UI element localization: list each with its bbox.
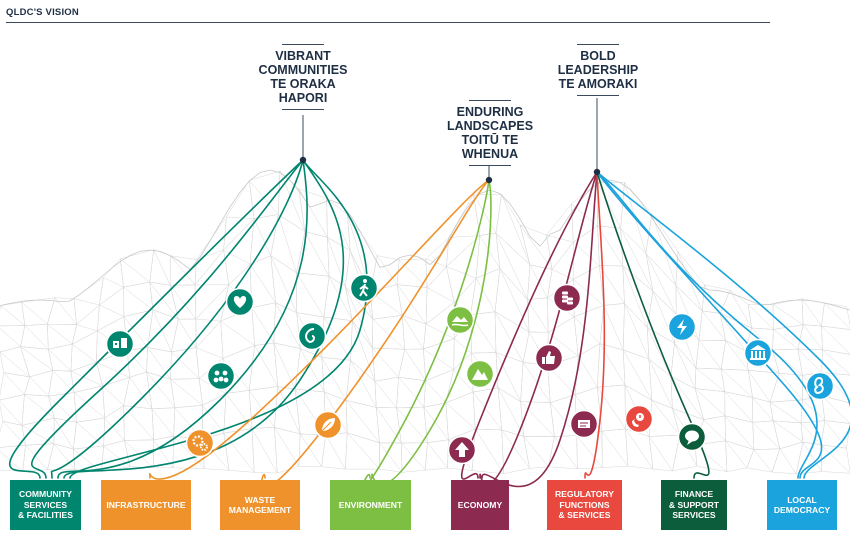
vision-line: VIBRANT	[275, 49, 331, 63]
vision-line: HAPORI	[278, 91, 328, 105]
connector-path	[596, 171, 823, 479]
category-label: INFRASTRUCTURE	[106, 499, 186, 510]
vision-line: LANDSCAPES	[446, 119, 534, 133]
connector-path	[50, 159, 304, 479]
category-label: ENVIRONMENT	[338, 499, 403, 510]
vision-line: BOLD	[580, 49, 616, 63]
connector-path	[460, 171, 598, 480]
document-icon	[569, 409, 599, 439]
category-label: & FACILITIES	[18, 510, 73, 521]
vision-enduring-landscapes: ENDURING LANDSCAPES TOITŪ TE WHENUA	[437, 100, 543, 166]
vision-bold-leadership: BOLD LEADERSHIP TE AMORAKI	[548, 44, 648, 96]
header-divider	[6, 22, 770, 23]
category-infrastructure: INFRASTRUCTURE	[101, 480, 191, 530]
gears-icon	[185, 428, 215, 458]
terrain-ridge	[0, 169, 850, 311]
category-label: REGULATORY	[554, 489, 615, 500]
category-label: LOCAL	[787, 494, 817, 505]
category-label: FINANCE	[674, 489, 714, 500]
speech-bubble-icon	[677, 422, 707, 452]
peak-dot	[299, 156, 307, 164]
coins-icon	[552, 283, 582, 313]
category-label: MANAGEMENT	[228, 505, 292, 515]
category-economy: ECONOMY	[451, 480, 509, 530]
leaf-icon	[313, 410, 343, 440]
government-building-icon	[743, 338, 773, 368]
heart-icon	[225, 287, 255, 317]
peak-dot	[593, 168, 601, 176]
category-label: & SUPPORT	[668, 499, 720, 510]
category-environment: ENVIRONMENT	[330, 480, 411, 530]
vision-line: TE AMORAKI	[558, 77, 638, 91]
category-label: COMMUNITY	[18, 489, 72, 500]
connector-path	[481, 171, 598, 488]
category-label: & SERVICES	[558, 510, 611, 521]
connector-path	[479, 171, 598, 486]
buildings-icon	[105, 329, 135, 359]
vision-line: LEADERSHIP	[557, 63, 639, 77]
category-label: DEMOCRACY	[773, 505, 831, 515]
connector-path	[69, 159, 368, 479]
spiral-icon	[297, 321, 327, 351]
connector-path	[8, 159, 304, 479]
thumbs-up-icon	[534, 343, 564, 373]
landscape-river-icon	[445, 305, 475, 335]
category-label: SERVICES	[23, 499, 68, 510]
category-label: WASTE	[244, 494, 276, 505]
vision-line: TOITŪ TE	[461, 133, 519, 147]
connector-path	[371, 179, 492, 486]
lightning-icon	[667, 312, 697, 342]
peak-dot	[485, 176, 493, 184]
connector-path	[596, 171, 850, 479]
connector-path	[30, 159, 304, 479]
walking-person-icon	[349, 273, 379, 303]
connector-path	[57, 159, 308, 479]
vision-vibrant-communities: VIBRANT COMMUNITIES TE ORAKA HAPORI	[250, 44, 356, 110]
connector-path	[596, 171, 710, 479]
phone-alert-icon	[624, 404, 654, 434]
connector-path	[148, 179, 490, 480]
page-header: QLDC'S VISION	[6, 7, 79, 18]
connector-path	[584, 171, 606, 479]
mountain-icon	[465, 359, 495, 389]
vision-line: COMMUNITIES	[258, 63, 348, 77]
connector-path	[63, 159, 345, 479]
category-label: SERVICES	[672, 510, 716, 521]
category-label: FUNCTIONS	[559, 499, 610, 510]
hand-icon	[805, 371, 835, 401]
up-arrow-icon	[447, 435, 477, 465]
category-label: ECONOMY	[457, 499, 503, 510]
vision-line: WHENUA	[461, 147, 519, 161]
vision-line: ENDURING	[456, 105, 524, 119]
vision-line: TE ORAKA	[270, 77, 336, 91]
community-group-icon	[206, 361, 236, 391]
